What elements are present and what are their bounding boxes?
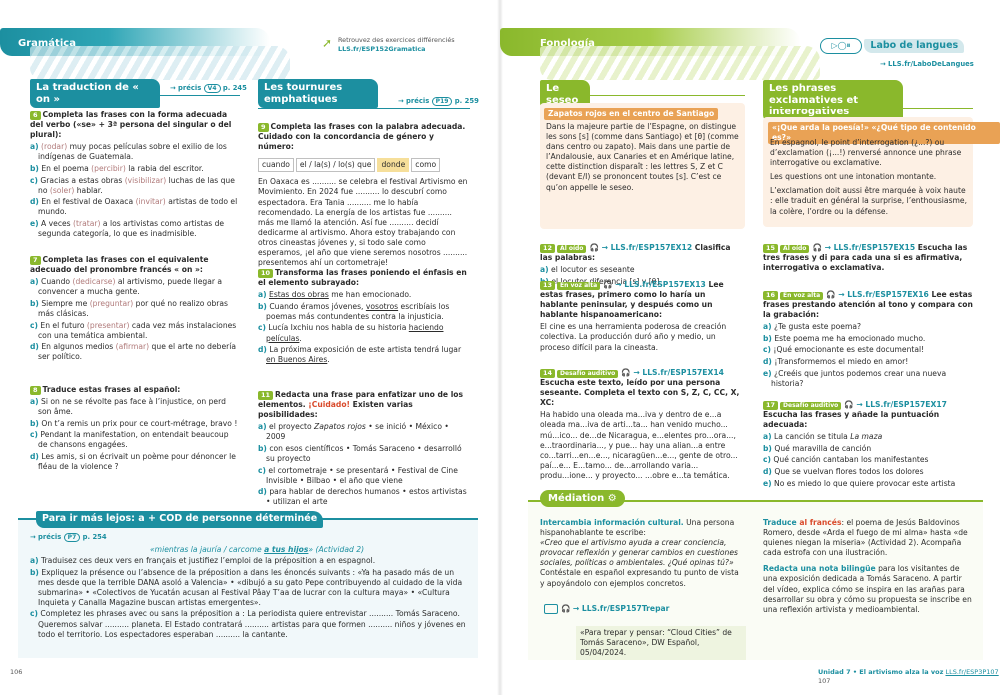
col2-title: Les tournures emphatiques bbox=[258, 79, 378, 108]
video-caption: «Para trepar y pensar: “Cloud Cities” de… bbox=[576, 626, 746, 661]
ex9-text: En Oaxaca es .......... se celebra el fe… bbox=[258, 177, 468, 268]
seseo-panel-text: Dans la majeure partie de l’Espagne, on … bbox=[546, 122, 739, 192]
footer-unit: Unidad 7 • El artivismo alza la voz LLS.… bbox=[818, 668, 999, 685]
headphones-icon: 🎧 bbox=[826, 290, 836, 299]
mediacion-title: Médiation ⚙ bbox=[540, 490, 625, 508]
excl-panel-title: «¡Que arda la poesía!» «¿Qué tipo de con… bbox=[768, 122, 1000, 145]
excl-panel-text: En espagnol, le point d’interrogation (¿… bbox=[770, 138, 968, 216]
footer-link[interactable]: LLS.fr/ESP3P107 bbox=[945, 668, 999, 676]
seseo-panel bbox=[540, 103, 745, 229]
labo-box[interactable]: ▷◯⏸ Labo de langues bbox=[820, 38, 970, 54]
right-page: Fonología ▷◯⏸ Labo de langues → LLS.fr/L… bbox=[500, 0, 1000, 695]
more-box-bg bbox=[18, 518, 478, 658]
headphones-icon: 🎧 bbox=[603, 280, 613, 289]
col2-ref[interactable]: → précis P19 p. 259 bbox=[398, 97, 479, 107]
page-number: 107 bbox=[818, 676, 831, 685]
more-quote: «mientras la jauría / carcome a tus hijo… bbox=[150, 545, 365, 554]
section-banner-brush bbox=[30, 46, 290, 80]
left-page: Gramática ➚ Retrouvez des exercices diff… bbox=[0, 28, 482, 676]
labo-title: Labo de langues bbox=[864, 38, 965, 54]
video-ref[interactable]: 🎧 → LLS.fr/ESP157Trepar bbox=[544, 604, 744, 614]
monitor-icon bbox=[544, 604, 558, 614]
col1-title: La traduction de « on » bbox=[30, 79, 160, 108]
headphones-icon: 🎧 bbox=[561, 604, 571, 613]
retrouvez-box: ➚ Retrouvez des exercices différenciés L… bbox=[322, 36, 482, 53]
arrow-icon: ➚ bbox=[322, 36, 333, 50]
retrouvez-text: Retrouvez des exercices différenciés bbox=[338, 36, 455, 44]
gear-icon: ⚙ bbox=[607, 493, 617, 504]
word-option: como bbox=[411, 158, 441, 173]
col2-divider bbox=[258, 108, 470, 109]
headphones-icon: 🎧 bbox=[844, 400, 854, 409]
retrouvez-link[interactable]: LLS.fr/ESP152Gramatica bbox=[338, 44, 426, 53]
word-option: el / la(s) / lo(s) que bbox=[295, 158, 376, 173]
seseo-panel-title: Zapatos rojos en el centro de Santiago bbox=[544, 108, 719, 121]
section-banner-brush bbox=[540, 46, 820, 80]
section-title: Fonología bbox=[540, 38, 595, 49]
word-option: cuando bbox=[258, 158, 294, 173]
gutter bbox=[497, 0, 503, 695]
col1-ref[interactable]: → précis V4 p. 245 bbox=[170, 84, 247, 94]
labo-link[interactable]: → LLS.fr/LaboDeLangues bbox=[880, 60, 974, 68]
col2-title: Les phrases exclamatives et interrogativ… bbox=[763, 80, 903, 121]
headphones-icon: 🎧 bbox=[621, 368, 631, 377]
mediacion-right: Traduce al francés: el poema de Jesús Ba… bbox=[763, 518, 972, 614]
more-title: Para ir más lejos: a + COD de personne d… bbox=[36, 511, 324, 528]
word-option: donde bbox=[377, 158, 410, 173]
col1-divider bbox=[30, 95, 240, 96]
headphones-icon: 🎧 bbox=[589, 243, 599, 252]
more-items: a) Traduisez ces deux vers en français e… bbox=[30, 556, 466, 639]
col2-divider bbox=[763, 108, 973, 109]
page-number: 106 bbox=[10, 668, 23, 676]
headphones-icon: 🎧 bbox=[812, 243, 822, 252]
section-title: Gramática bbox=[18, 38, 76, 49]
mediacion-left: Intercambia información cultural. Una pe… bbox=[540, 518, 739, 588]
more-ref[interactable]: → précis P7 p. 254 bbox=[30, 533, 107, 543]
col1-divider bbox=[540, 95, 745, 96]
audio-wave-icon: ▷◯⏸ bbox=[820, 38, 862, 54]
